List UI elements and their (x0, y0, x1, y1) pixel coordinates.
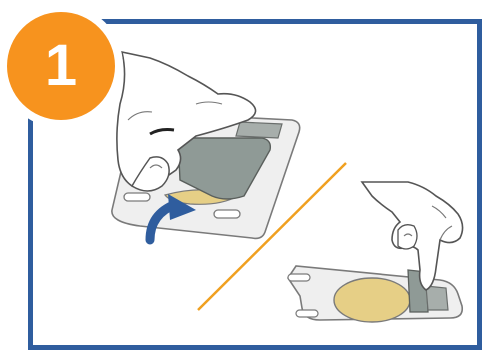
step-number-badge: 1 (7, 12, 115, 120)
right-pad (334, 278, 410, 322)
right-slot-2 (296, 310, 318, 317)
right-device (288, 266, 462, 322)
right-tab (426, 286, 448, 310)
left-slot-2 (214, 210, 240, 218)
left-tab (236, 122, 282, 138)
right-slot-1 (288, 274, 310, 281)
left-slot-1 (124, 193, 150, 201)
